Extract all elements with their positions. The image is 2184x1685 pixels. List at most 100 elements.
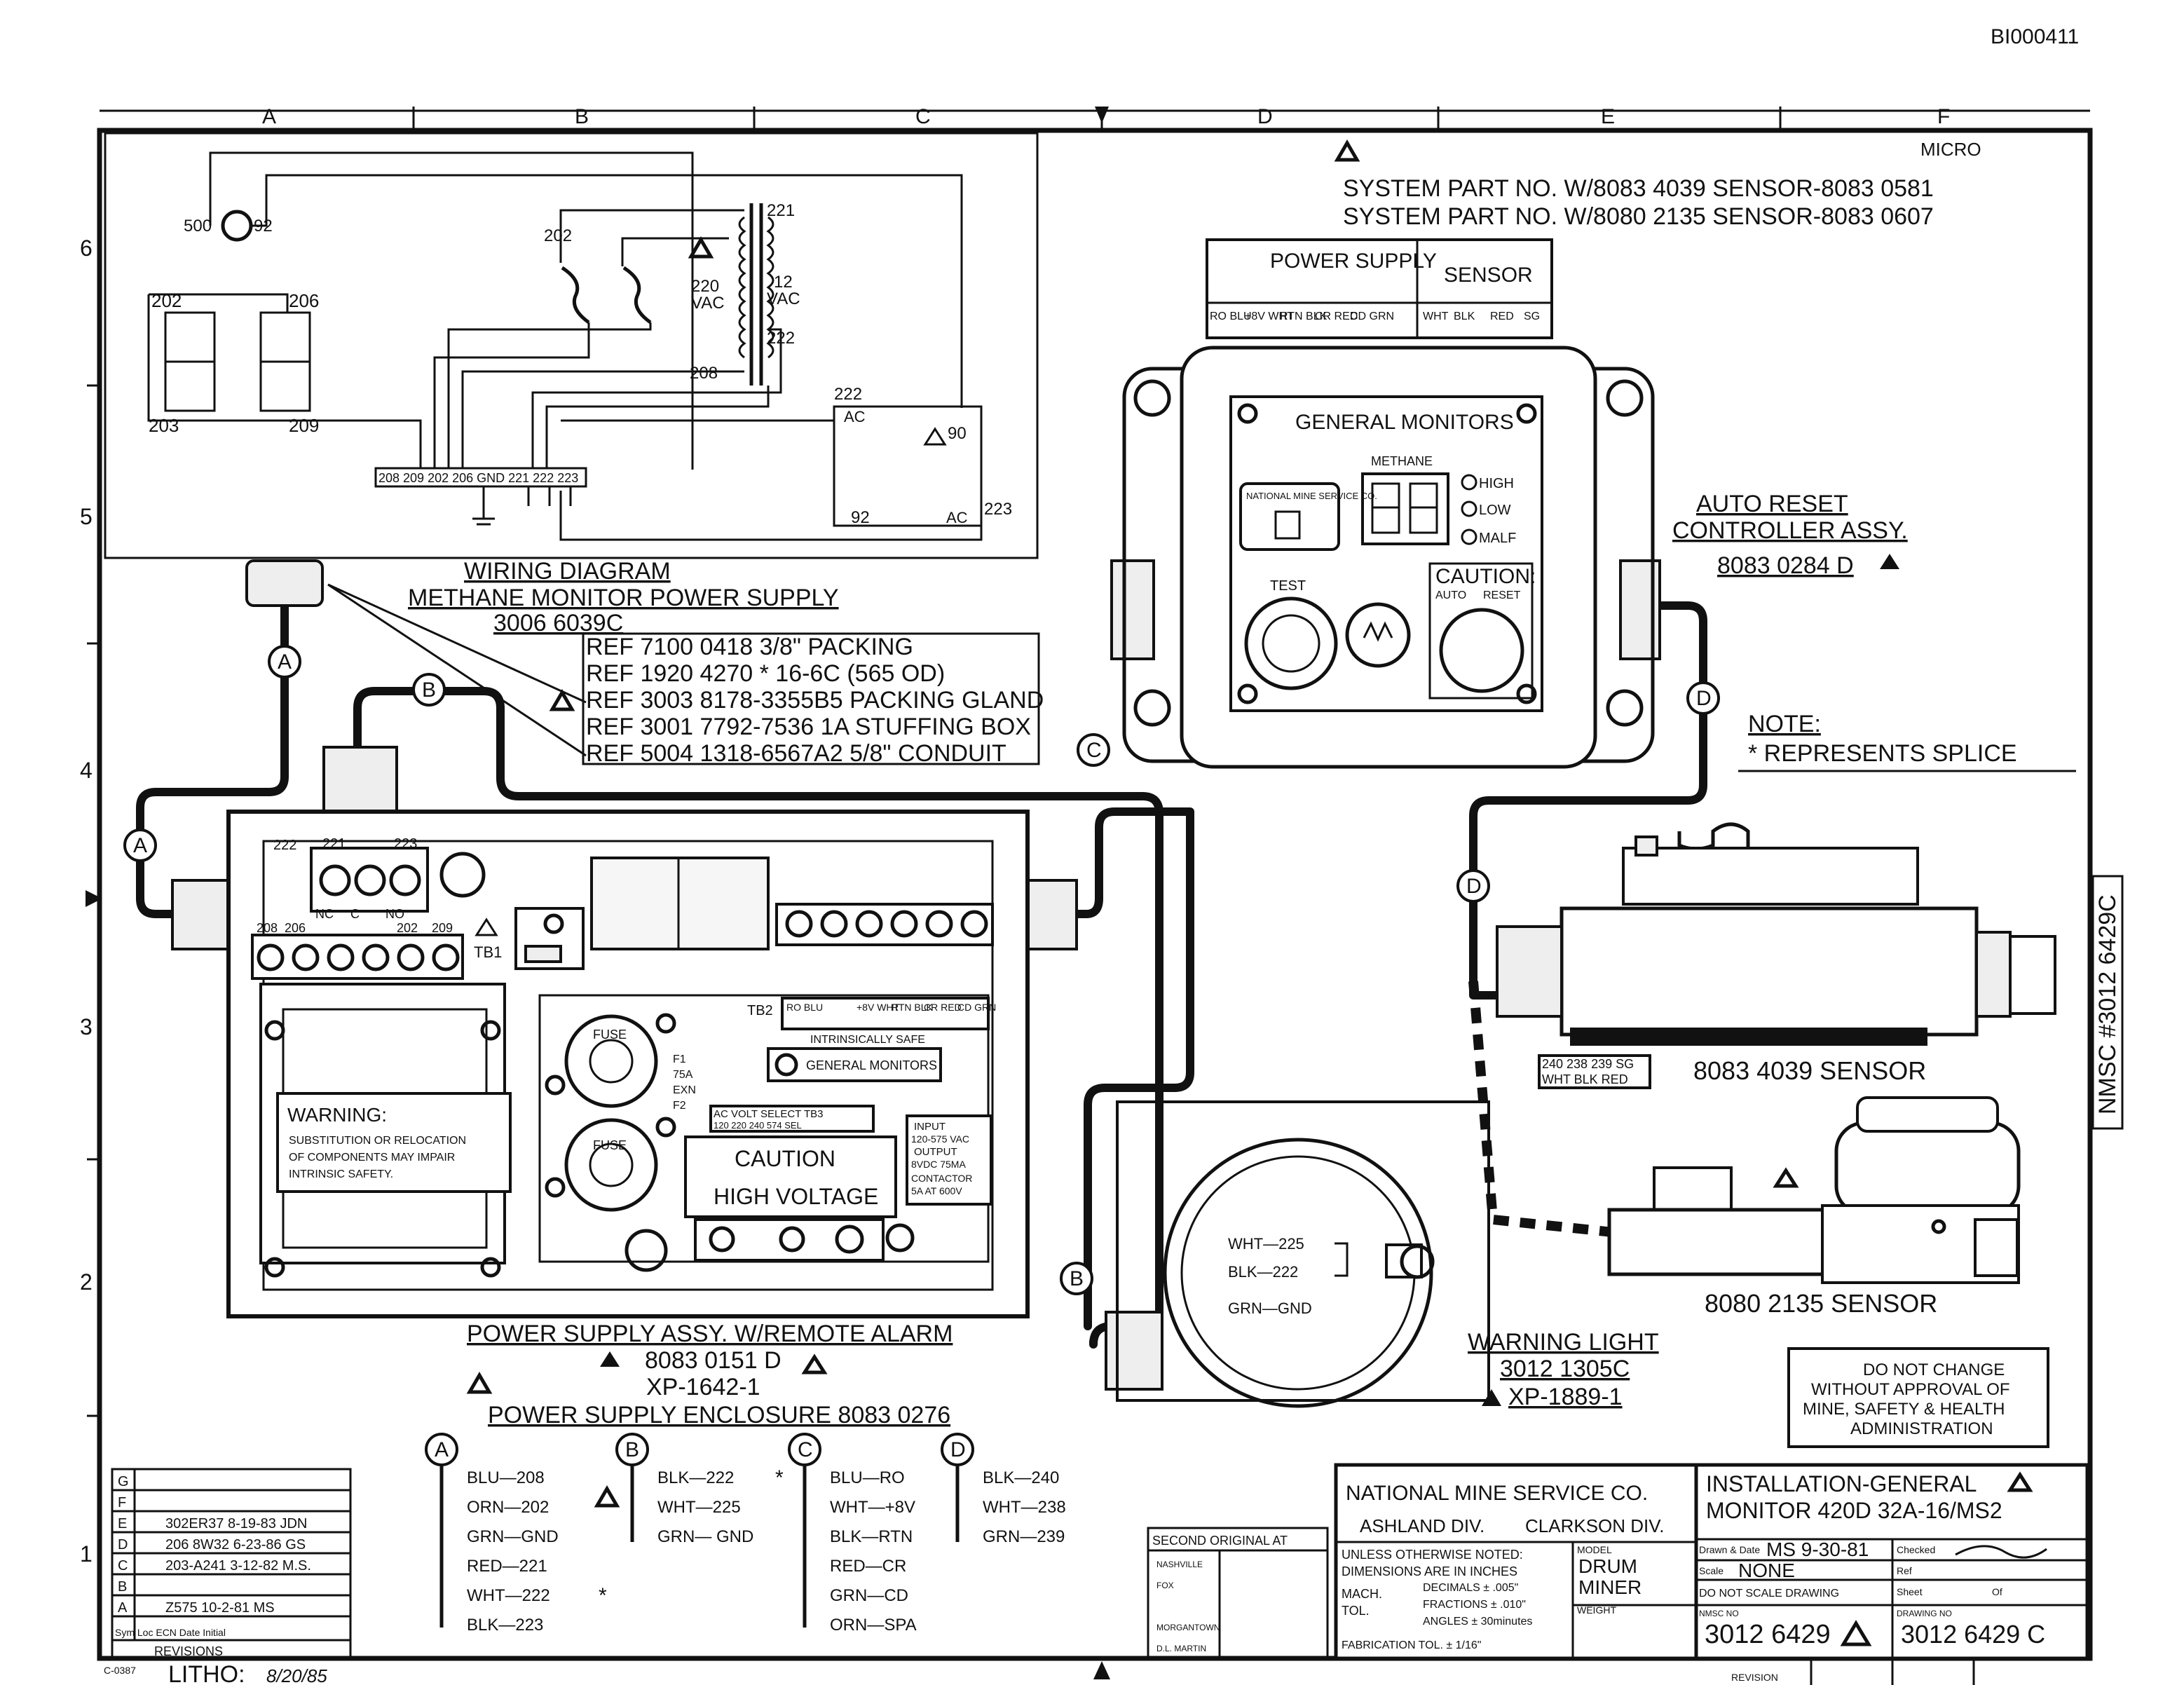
ref-line-3: REF 3003 8178-3355B5 PACKING GLAND: [586, 687, 1044, 714]
ps-assy-title: POWER SUPPLY ASSY. W/REMOTE ALARM: [467, 1321, 953, 1347]
ps-input: INPUT: [914, 1121, 946, 1133]
cable-a-splice-mark: *: [599, 1584, 607, 1607]
ps-tb2-cell-1: RO BLU: [786, 1002, 823, 1013]
tb-scale-label: Scale: [1699, 1565, 1724, 1576]
litho-signature: 8/20/85: [266, 1665, 327, 1685]
module-222-label: 222: [834, 385, 862, 404]
second-original-row-2: FOX: [1156, 1581, 1174, 1590]
reference-list: REF 7100 0418 3/8" PACKING REF 1920 4270…: [327, 583, 1044, 767]
ps-xp-number: XP-1642-1: [646, 1374, 760, 1400]
cable-b-letter: B: [625, 1438, 639, 1461]
cable-a-letter: A: [435, 1438, 449, 1461]
cable-c-row-2: WHT—+8V: [830, 1498, 915, 1517]
tb-scale-value: NONE: [1738, 1560, 1795, 1581]
ps-warning-line-2: OF COMPONENTS MAY IMPAIR: [289, 1152, 455, 1164]
cable-c-row-6: ORN—SPA: [830, 1616, 917, 1635]
table-sensor-header: SENSOR: [1444, 264, 1533, 287]
sensor-8080-2135: 8080 2135 SENSOR: [1607, 1096, 2021, 1318]
side-drawing-number: NMSC #3012 6429C: [2094, 894, 2121, 1114]
cable-d-row-3: GRN—239: [983, 1527, 1065, 1546]
table-cell-2: +8V WHT: [1245, 311, 1294, 322]
tb-title-2: MONITOR 420D 32A-16/MS2: [1706, 1498, 2002, 1523]
table-cell-5: CD GRN: [1350, 311, 1394, 322]
cable-d-row-2: WHT—238: [983, 1498, 1066, 1517]
tb-drawn-label: Drawn & Date: [1699, 1544, 1760, 1555]
rev-letter-a: A: [118, 1600, 128, 1616]
grid-row-6: 6: [80, 236, 93, 261]
rev-letter-b: B: [118, 1579, 127, 1595]
relay-209: 209: [289, 415, 319, 436]
do-not-change-box: DO NOT CHANGE WITHOUT APPROVAL OF MINE, …: [1787, 1347, 2049, 1448]
cable-a-row-6: BLK—223: [467, 1616, 543, 1635]
bubble-a-top: A: [278, 650, 292, 674]
ps-gm-label: GENERAL MONITORS: [806, 1058, 937, 1072]
bubble-d-sensor: D: [1466, 875, 1482, 898]
tb-decimals: DECIMALS ± .005": [1423, 1582, 1518, 1594]
document-id: BI000411: [1991, 25, 2079, 48]
tb-drawing-no-value: 3012 6429 C: [1901, 1620, 2045, 1649]
sensor2-label: 8080 2135 SENSOR: [1705, 1289, 1937, 1318]
connector-bubbles: A A B C B D D: [123, 645, 1720, 1295]
vac-220-unit: VAC: [691, 294, 725, 313]
bubble-d-top: D: [1696, 687, 1712, 710]
wire-221-label: 221: [767, 201, 795, 220]
ps-tb2-cell-3: RTN BLK: [892, 1002, 934, 1013]
table-cell-1: RO BLU: [1210, 311, 1252, 322]
grid-row-5: 5: [80, 504, 93, 529]
light-grn-gnd: GRN—GND: [1228, 1299, 1312, 1317]
dnc-line-2: WITHOUT APPROVAL OF: [1811, 1380, 2010, 1399]
second-original-row-5: D.L. MARTIN: [1156, 1644, 1206, 1653]
vac-12-unit: VAC: [767, 289, 800, 308]
controller-low: LOW: [1479, 503, 1511, 518]
controller-reset: RESET: [1483, 589, 1521, 601]
ps-f1-type: EXN: [673, 1084, 696, 1096]
tb-nmsc-no-value: 3012 6429: [1705, 1620, 1831, 1649]
grid-row-3: 3: [80, 1014, 93, 1039]
ps-contactor-rating: 5A AT 600V: [911, 1185, 962, 1196]
rev-entry-e: 302ER37 8-19-83 JDN: [165, 1516, 307, 1531]
cable-a-row-4: RED—221: [467, 1557, 547, 1576]
cable-b-row-3: GRN— GND: [657, 1527, 753, 1546]
ps-tb2-label: TB2: [747, 1003, 773, 1018]
cable-a-row-3: GRN—GND: [467, 1527, 559, 1546]
module-90-label: 90: [948, 424, 967, 443]
light-wht-225: WHT—225: [1228, 1235, 1304, 1253]
tb-checked-label: Checked: [1897, 1544, 1935, 1555]
ps-tb2-cell-5: CD GRN: [957, 1002, 996, 1013]
tb-division-1: ASHLAND DIV.: [1360, 1515, 1485, 1536]
tb-drawing-no-label: DRAWING NO: [1897, 1609, 1952, 1618]
ps-tb1-202: 202: [397, 921, 418, 935]
table-cell-3: RTN BLK: [1280, 311, 1328, 322]
border-frame: NMSC #3012 6429C: [86, 107, 2124, 1679]
tb-fabrication: FABRICATION TOL. ± 1/16": [1342, 1639, 1481, 1651]
tb-company: NATIONAL MINE SERVICE CO.: [1346, 1482, 1648, 1505]
wiring-diagram-number: 3006 6039C: [493, 610, 623, 636]
dnc-line-1: DO NOT CHANGE: [1863, 1360, 2005, 1379]
ps-intrinsically-safe: INTRINSICALLY SAFE: [810, 1034, 925, 1046]
bubble-b-light: B: [1070, 1267, 1084, 1290]
ps-c: C: [350, 907, 360, 921]
table-power-supply-header: POWER SUPPLY: [1270, 250, 1437, 273]
wire-208-label: 208: [690, 364, 718, 383]
rev-entry-c: 203-A241 3-12-82 M.S.: [165, 1558, 311, 1574]
sensor1-wire-numbers: 240 238 239 SG: [1542, 1057, 1634, 1071]
sensor1-label: 8083 4039 SENSOR: [1693, 1056, 1926, 1085]
system-part-line-2: SYSTEM PART NO. W/8080 2135 SENSOR-8083 …: [1343, 203, 1934, 230]
rev-entry-a: Z575 10-2-81 MS: [165, 1600, 275, 1616]
tb-model-2: MINER: [1578, 1576, 1642, 1598]
relay-203: 203: [149, 415, 179, 436]
tb-title-1: INSTALLATION-GENERAL: [1706, 1471, 1977, 1496]
ps-output-range: 8VDC 75MA: [911, 1159, 966, 1170]
second-original-row-4: MORGANTOWN: [1156, 1623, 1220, 1632]
relay-202: 202: [151, 290, 182, 311]
ps-terminal-223: 223: [394, 836, 417, 852]
cable-c-letter: C: [798, 1438, 813, 1461]
cable-a-row-5: WHT—222: [467, 1586, 550, 1605]
ps-tb1-label: TB1: [474, 943, 502, 961]
controller-number: 8083 0284 D: [1717, 552, 1854, 579]
ps-contactor: CONTACTOR: [911, 1173, 972, 1184]
controller-methane: METHANE: [1371, 454, 1433, 468]
grid-col-c: C: [915, 105, 931, 128]
grid-col-a: A: [262, 105, 276, 128]
ps-enclosure: POWER SUPPLY ENCLOSURE 8083 0276: [488, 1402, 950, 1428]
